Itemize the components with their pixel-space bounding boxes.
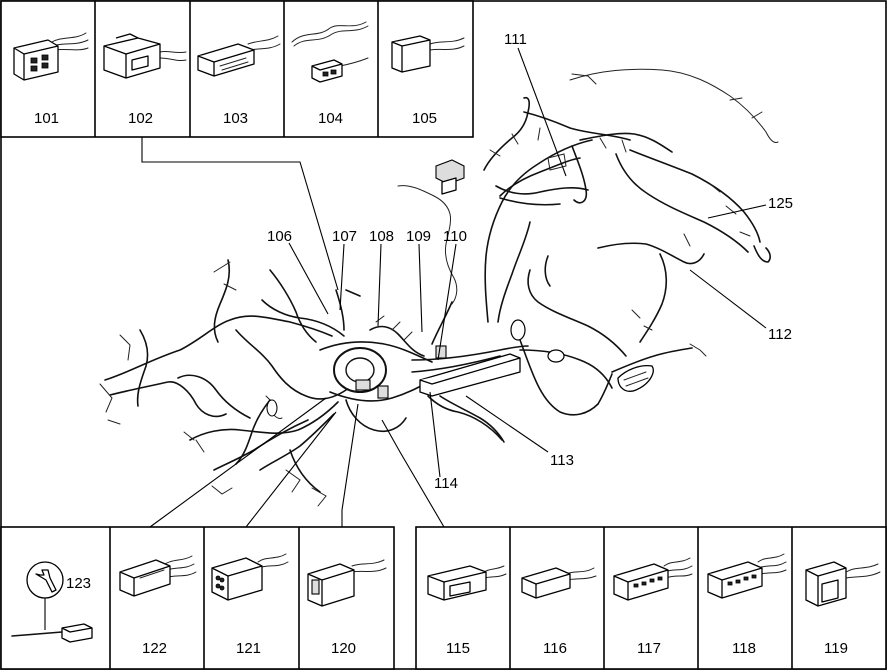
callout-108: 108 bbox=[369, 228, 394, 245]
callout-125: 125 bbox=[768, 195, 793, 212]
connector-102-icon[interactable] bbox=[103, 33, 187, 79]
callout-109: 109 bbox=[406, 228, 431, 245]
callout-101: 101 bbox=[34, 110, 59, 127]
connector-121-icon[interactable] bbox=[211, 553, 289, 601]
connector-117-icon[interactable] bbox=[613, 557, 693, 601]
connector-104-icon[interactable] bbox=[291, 21, 369, 83]
callout-104: 104 bbox=[318, 110, 343, 127]
callout-116: 116 bbox=[543, 640, 567, 657]
callout-114: 114 bbox=[434, 475, 458, 492]
callout-123: 123 bbox=[66, 575, 91, 592]
callout-102: 102 bbox=[128, 110, 153, 127]
connector-120-icon[interactable] bbox=[307, 559, 387, 607]
connector-123-icon[interactable] bbox=[11, 623, 93, 643]
callout-117: 117 bbox=[637, 640, 661, 657]
leader-lines bbox=[141, 47, 767, 528]
callout-105: 105 bbox=[412, 110, 437, 127]
callout-107: 107 bbox=[332, 228, 357, 245]
callout-106: 106 bbox=[267, 228, 292, 245]
callout-112: 112 bbox=[768, 326, 792, 343]
callout-113: 113 bbox=[550, 452, 574, 469]
connector-116-icon[interactable] bbox=[521, 567, 597, 599]
connector-119-icon[interactable] bbox=[805, 561, 881, 607]
connector-118-icon[interactable] bbox=[707, 553, 787, 599]
mount-block-icon bbox=[435, 159, 465, 195]
callout-118: 118 bbox=[732, 640, 756, 657]
connector-105-icon[interactable] bbox=[391, 35, 465, 73]
connector-115-icon[interactable] bbox=[427, 565, 507, 601]
callout-111: 111 bbox=[504, 31, 527, 48]
connector-101-icon[interactable] bbox=[13, 32, 89, 81]
callout-115: 115 bbox=[446, 640, 470, 657]
callout-110: 110 bbox=[443, 228, 467, 245]
callout-120: 120 bbox=[331, 640, 356, 657]
wiring-harness bbox=[99, 68, 779, 507]
callout-122: 122 bbox=[142, 640, 167, 657]
callout-119: 119 bbox=[824, 640, 848, 657]
wrench-icon[interactable] bbox=[26, 561, 64, 599]
connector-103-icon[interactable] bbox=[197, 35, 281, 77]
callout-103: 103 bbox=[223, 110, 248, 127]
connector-122-icon[interactable] bbox=[119, 555, 197, 597]
callout-121: 121 bbox=[236, 640, 261, 657]
